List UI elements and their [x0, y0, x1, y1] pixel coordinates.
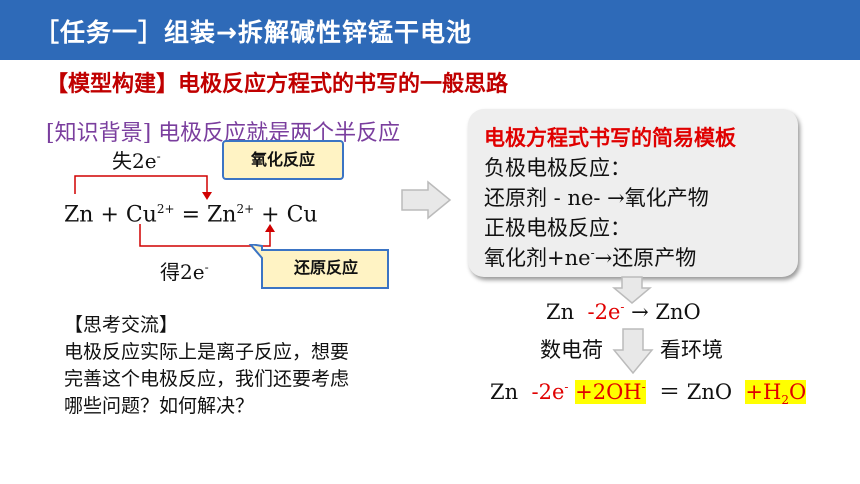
think-line-3: 哪些问题？如何解决？ [64, 395, 255, 417]
template-box [468, 109, 798, 277]
think-discuss: 【思考交流】 电极反应实际上是离子反应，想要 完善这个电极反应，我们还要考虑 哪… [64, 312, 349, 420]
electron-transfer-arrows [74, 175, 275, 247]
redox-equation: Zn + Cu2+ = Zn2+ + Cu [64, 202, 318, 228]
gain-electron-arrow [139, 224, 271, 247]
reduction-callout: 还原反应 [293, 258, 358, 277]
count-charge-label: 数电荷 [540, 338, 603, 362]
template-line-cathode-rule: 氧化剂+ne-→还原产物 [484, 246, 697, 270]
down-arrow-icon-2 [612, 328, 654, 374]
template-line-anode: 负极电极反应： [484, 156, 631, 180]
lose-electron-arrow [74, 175, 208, 196]
down-arrow-icon [612, 276, 652, 304]
template-line-anode-rule: 还原剂 - ne- →氧化产物 [484, 186, 709, 210]
oxidation-callout: 氧化反应 [222, 140, 344, 180]
think-line-2: 完善这个电极反应，我们还要考虑 [64, 368, 350, 390]
lose-electron-label: 失2e- [112, 149, 161, 173]
page-title: ［任务一］组装→拆解碱性锌锰干电池 [34, 18, 472, 47]
gain-electron-label: 得2e- [160, 260, 209, 284]
gain-arrowhead [265, 224, 275, 232]
background-tag: [知识背景] [46, 121, 152, 146]
think-line-1: 电极反应实际上是离子反应，想要 [64, 341, 350, 363]
section-title: 【模型构建】电极反应方程式的书写的一般思路 [46, 72, 509, 97]
final-equation: Zn -2e- +2OH- ＝ ZnO +H2O [490, 380, 807, 408]
lose-arrowhead [202, 192, 212, 200]
header-bar [0, 0, 860, 60]
think-title: 【思考交流】 [64, 314, 179, 336]
reduction-callout-shape [248, 244, 389, 289]
check-environment-label: 看环境 [660, 338, 723, 362]
template-title: 电极方程式书写的简易模板 [484, 126, 736, 150]
step-one-equation: Zn -2e- → ZnO [546, 300, 701, 324]
template-line-cathode: 正极电极反应： [484, 216, 631, 240]
hydroxide-highlight: +2OH- [575, 380, 646, 404]
water-highlight: +H2O [745, 380, 807, 408]
right-arrow-icon [401, 180, 452, 220]
